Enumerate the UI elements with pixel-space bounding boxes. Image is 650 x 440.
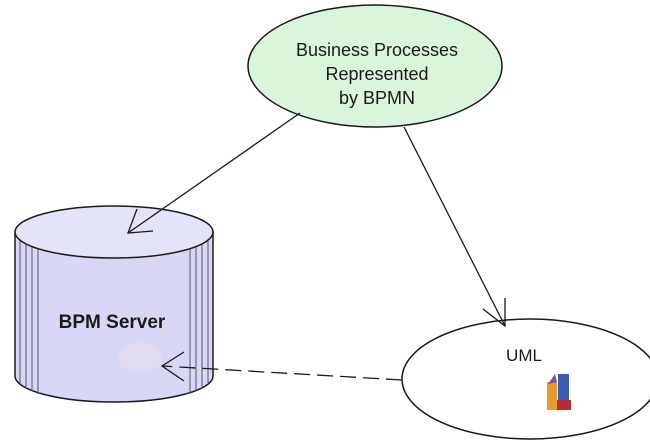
bpm-server-node[interactable]: BPM Server [14,205,214,403]
uml-label: UML [506,346,542,365]
cylinder-top [14,205,214,259]
business-processes-node[interactable]: Business Processes Represented by BPMN [247,4,503,128]
business-processes-line-3: by BPMN [339,88,415,108]
business-processes-line-1: Business Processes [296,40,458,60]
edge-business-to-bpm-server [127,112,301,234]
cylinder-stripes [19,237,209,394]
edge-business-to-uml [403,126,506,328]
uml-node[interactable]: UML [401,318,650,440]
bpm-server-label: BPM Server [59,312,166,333]
edge-uml-to-bpm-server [160,351,403,382]
cylinder-highlight [118,342,162,372]
uml-logo-icon [547,374,571,410]
business-processes-line-2: Represented [325,64,428,84]
